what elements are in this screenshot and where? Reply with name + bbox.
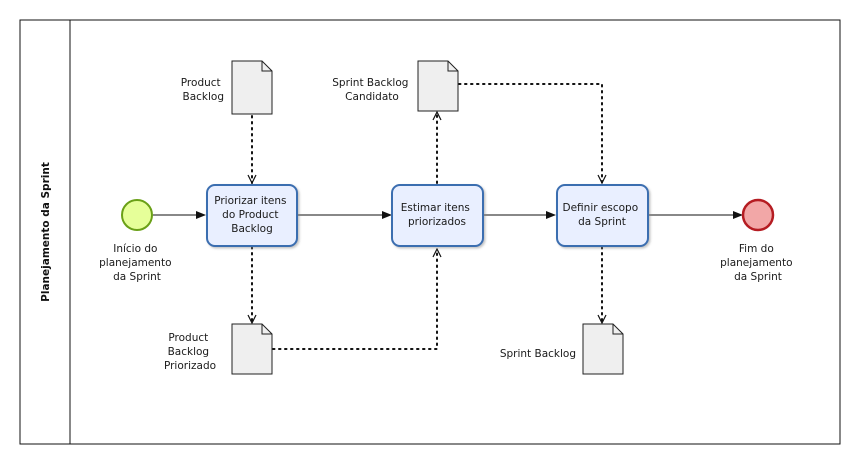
task-estimate-label: Estimar itens priorizados [401, 202, 473, 228]
doc-sprint-backlog [582, 323, 624, 375]
start-event-label: Início do planejamento da Sprint [99, 243, 175, 283]
task-define [556, 184, 649, 247]
doc-sprint-backlog-candidate [417, 60, 459, 112]
lane-label: Planejamento da Sprint [40, 162, 52, 302]
start-event [121, 199, 153, 231]
task-define-label: Definir escopo da Sprint [563, 202, 642, 228]
doc-product-backlog-prioritized-label: Product Backlog Priorizado [164, 332, 216, 372]
doc-sprint-backlog-label: Sprint Backlog [500, 348, 576, 360]
doc-sprint-backlog-candidate-label: Sprint Backlog Candidato [332, 77, 412, 103]
doc-product-backlog [231, 60, 273, 115]
assoc-candidate-to-define [458, 83, 602, 184]
doc-product-backlog-label: Product Backlog [181, 77, 224, 103]
end-event-label: Fim do planejamento da Sprint [720, 243, 796, 283]
task-prioritize-label: Priorizar itens do Product Backlog [214, 195, 290, 235]
doc-product-backlog-prioritized [231, 323, 273, 375]
end-event [741, 198, 775, 232]
task-prioritize [206, 184, 298, 247]
task-estimate [391, 184, 484, 247]
assoc-prioritized-to-estimate [272, 248, 437, 350]
